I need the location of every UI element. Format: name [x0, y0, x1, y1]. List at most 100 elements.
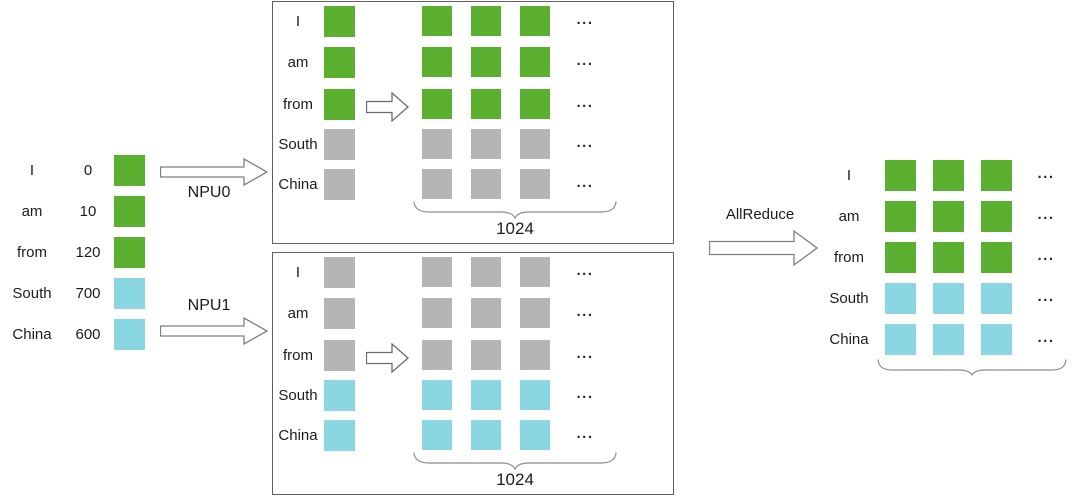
panel-word-label: from: [283, 96, 313, 113]
embedding-cell: [471, 169, 501, 199]
embedding-cell: [520, 47, 550, 77]
embedding-cell: [422, 380, 452, 410]
row-ellipsis: ...: [576, 11, 594, 28]
result-embedding-cell: [885, 201, 916, 232]
embedding-cell: [471, 257, 501, 287]
row-ellipsis: ...: [1037, 247, 1055, 264]
panel-single-cell: [324, 47, 355, 78]
token-color-cell: [114, 319, 145, 350]
row-ellipsis: ...: [576, 303, 594, 320]
npu1-arrow-label: NPU1: [187, 297, 231, 314]
result-embedding-cell: [933, 324, 964, 355]
npu0-panel: I am from South China ... ... ... ... ..: [272, 1, 674, 244]
panel-single-cell: [324, 169, 355, 200]
result-embedding-cell: [933, 201, 964, 232]
embedding-cell: [422, 340, 452, 370]
panel-word-label: from: [283, 347, 313, 364]
lookup-arrow-icon: [366, 343, 409, 373]
embedding-cell: [422, 89, 452, 119]
panel-single-cell: [324, 298, 355, 329]
row-ellipsis: ...: [576, 425, 594, 442]
result-embedding-cell: [933, 242, 964, 273]
panel-single-cell: [324, 6, 355, 37]
panel-single-cell: [324, 340, 355, 371]
embedding-cell: [520, 420, 550, 450]
embedding-cell: [422, 257, 452, 287]
result-embedding-cell: [885, 242, 916, 273]
token-color-cell: [114, 278, 145, 309]
npu0-arrow-label: NPU0: [187, 184, 231, 201]
panel-word-label: China: [278, 427, 318, 444]
embedding-cell: [471, 420, 501, 450]
token-index-label: 700: [75, 285, 101, 302]
row-ellipsis: ...: [1037, 329, 1055, 346]
row-ellipsis: ...: [576, 174, 594, 191]
embedding-cell: [422, 129, 452, 159]
row-ellipsis: ...: [1037, 165, 1055, 182]
embedding-cell: [471, 47, 501, 77]
embedding-cell: [471, 298, 501, 328]
panel-single-cell: [324, 420, 355, 451]
embedding-cell: [471, 129, 501, 159]
result-embedding-cell: [981, 201, 1012, 232]
token-color-cell: [114, 196, 145, 227]
row-ellipsis: ...: [576, 52, 594, 69]
row-ellipsis: ...: [576, 385, 594, 402]
embedding-cell: [471, 89, 501, 119]
embedding-cell: [471, 380, 501, 410]
panel-single-cell: [324, 129, 355, 160]
embedding-cell: [422, 420, 452, 450]
result-word-label: China: [829, 331, 869, 348]
embedding-cell: [520, 298, 550, 328]
embedding-cell: [520, 89, 550, 119]
panel-word-label: South: [278, 136, 318, 153]
token-index-label: 0: [83, 162, 93, 179]
result-word-label: I: [846, 167, 852, 184]
panel-single-cell: [324, 89, 355, 120]
panel-word-label: South: [278, 387, 318, 404]
row-ellipsis: ...: [576, 262, 594, 279]
row-ellipsis: ...: [1037, 288, 1055, 305]
npu1-panel: I am from South China ... ... ... ... ..…: [272, 252, 674, 495]
token-word-label: I: [29, 162, 35, 179]
embedding-cell: [422, 47, 452, 77]
result-word-label: South: [829, 290, 869, 307]
dimension-brace-icon: [413, 452, 617, 470]
dimension-brace-label: 1024: [496, 219, 534, 238]
result-word-label: from: [834, 249, 864, 266]
row-ellipsis: ...: [576, 345, 594, 362]
embedding-cell: [520, 6, 550, 36]
npu0-flow-arrow-icon: [160, 158, 268, 186]
result-embedding-cell: [933, 160, 964, 191]
result-word-label: am: [838, 208, 860, 225]
token-word-label: South: [12, 285, 52, 302]
embedding-cell: [422, 6, 452, 36]
embedding-cell: [520, 257, 550, 287]
embedding-cell: [422, 169, 452, 199]
dimension-brace-icon: [877, 359, 1067, 377]
result-embedding-cell: [981, 283, 1012, 314]
panel-word-label: am: [287, 305, 309, 322]
panel-word-label: am: [287, 54, 309, 71]
token-word-label: am: [21, 203, 43, 220]
panel-single-cell: [324, 380, 355, 411]
dimension-brace-icon: [413, 201, 617, 219]
panel-word-label: I: [295, 264, 301, 281]
lookup-arrow-icon: [366, 92, 409, 122]
token-color-cell: [114, 155, 145, 186]
embedding-cell: [471, 6, 501, 36]
token-word-label: China: [12, 326, 52, 343]
result-embedding-cell: [885, 160, 916, 191]
result-embedding-cell: [885, 283, 916, 314]
embedding-cell: [520, 380, 550, 410]
npu1-flow-arrow-icon: [160, 317, 268, 345]
row-ellipsis: ...: [1037, 206, 1055, 223]
embedding-cell: [520, 340, 550, 370]
dimension-brace-label: 1024: [496, 470, 534, 489]
panel-word-label: I: [295, 13, 301, 30]
allreduce-flow-arrow-icon: [709, 229, 818, 267]
token-index-label: 10: [79, 203, 97, 220]
row-ellipsis: ...: [576, 94, 594, 111]
embedding-cell: [520, 169, 550, 199]
